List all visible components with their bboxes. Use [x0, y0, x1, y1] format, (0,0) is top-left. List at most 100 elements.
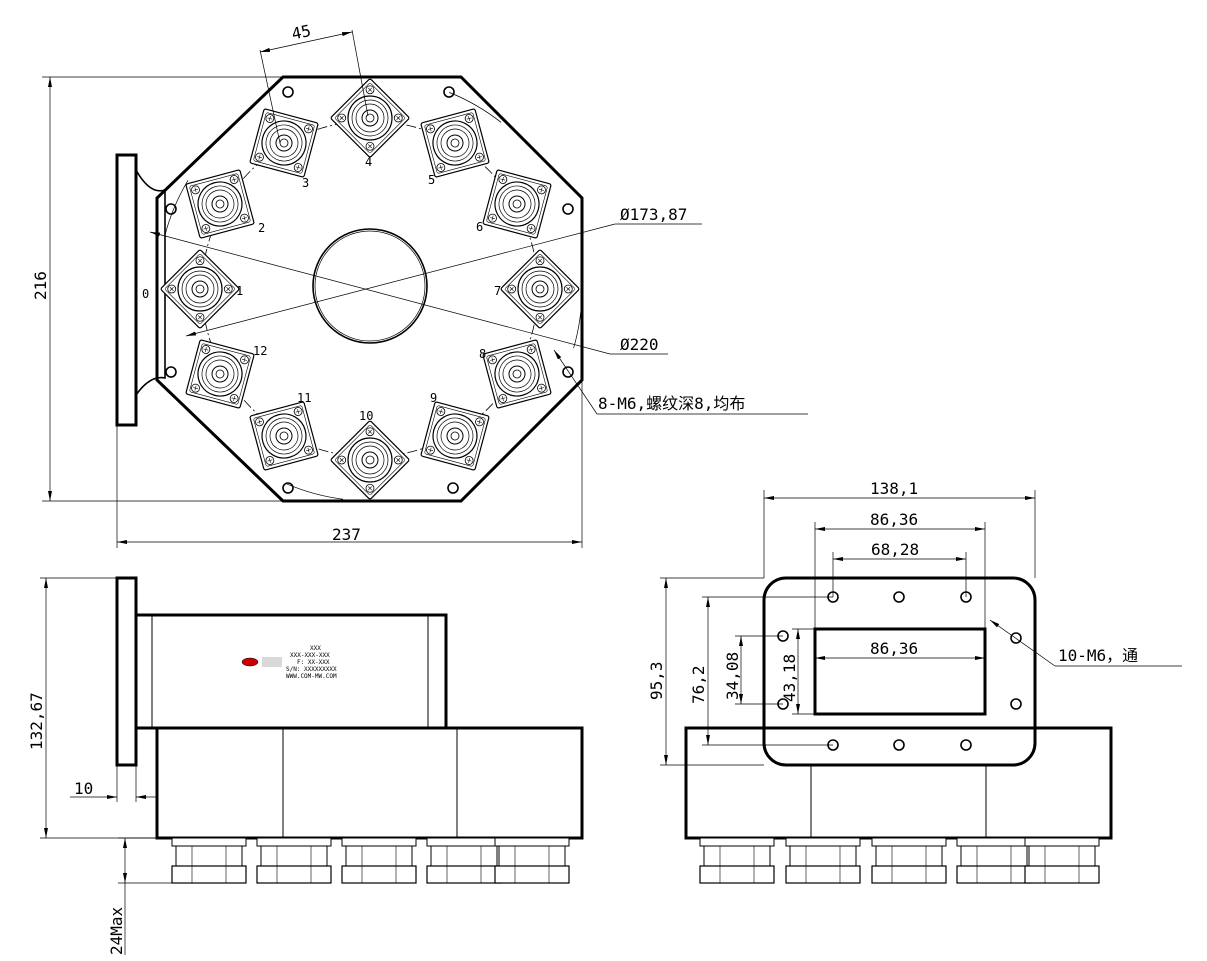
port-label-6: 6 — [476, 220, 483, 234]
port-label-3: 3 — [302, 176, 309, 190]
port-label-10: 10 — [359, 409, 373, 423]
svg-text:43,18: 43,18 — [780, 654, 799, 702]
flange-lower-body — [684, 726, 1113, 840]
svg-text:138,1: 138,1 — [870, 479, 918, 498]
connector-5 — [420, 108, 490, 178]
mounting-holes — [165, 86, 574, 494]
flange-view: 138,1 86,36 68,28 86,36 95,3 — [647, 479, 1182, 884]
svg-text:Ø173,87: Ø173,87 — [620, 205, 687, 224]
port-label-5: 5 — [428, 173, 435, 187]
mount-hole — [165, 366, 177, 378]
dim-port-spacing: 45 — [259, 21, 369, 144]
svg-text:45: 45 — [290, 21, 313, 44]
port-label-0: 0 — [142, 287, 149, 301]
connector-7 — [500, 249, 580, 329]
svg-text:68,28: 68,28 — [871, 540, 919, 559]
dim-hole-span: 86,36 — [814, 510, 986, 629]
svg-text:F: XX-XXX: F: XX-XXX — [297, 659, 330, 666]
svg-text:86,36: 86,36 — [870, 639, 918, 658]
connector-10 — [330, 420, 410, 500]
mount-hole — [562, 366, 574, 378]
connector-stub-2 — [256, 837, 332, 884]
svg-text:S/N: XXXXXXXXX: S/N: XXXXXXXXX — [286, 666, 337, 673]
connector-6 — [482, 169, 552, 239]
dim-outer-leader: Ø220 — [149, 231, 668, 355]
dim-side-spacing: 34,08 — [723, 635, 783, 705]
side-connectors — [171, 837, 570, 884]
svg-text:8-M6,螺纹深8,均布: 8-M6,螺纹深8,均布 — [598, 394, 745, 413]
connector-11 — [249, 401, 319, 471]
svg-text:95,3: 95,3 — [647, 661, 666, 700]
svg-text:132,67: 132,67 — [27, 692, 46, 750]
flange-hole — [893, 591, 905, 603]
outer-circle — [157, 76, 583, 502]
svg-text:24Max: 24Max — [107, 906, 126, 955]
connector-8 — [482, 339, 552, 409]
svg-text:10-M6，通: 10-M6，通 — [1058, 646, 1138, 665]
side-lower-body — [155, 726, 584, 840]
connector-stub-1 — [699, 837, 775, 884]
mount-hole — [447, 482, 459, 494]
connector-12 — [185, 339, 255, 409]
mount-hole — [443, 86, 455, 98]
port-label-7: 7 — [494, 284, 501, 298]
pitch-circle — [201, 120, 539, 458]
brand-logo — [241, 657, 259, 667]
mount-hole — [165, 203, 177, 215]
connector-stub-1 — [171, 837, 247, 884]
svg-text:76,2: 76,2 — [689, 665, 708, 704]
connector-3 — [249, 108, 319, 178]
dim-flange-width: 138,1 — [763, 479, 1036, 578]
connector-stub-2 — [785, 837, 861, 884]
port-label-2: 2 — [258, 221, 265, 235]
connector-stub-4 — [426, 837, 502, 884]
dim-hole-vertical: 76,2 — [689, 596, 833, 746]
waveguide-opening — [813, 627, 987, 716]
connector-4 — [330, 78, 410, 158]
side-flange — [115, 576, 138, 767]
side-view: XXX XXX-XXX-XXX F: XX-XXX S/N: XXXXXXXXX… — [27, 576, 584, 955]
port-label-9: 9 — [430, 391, 437, 405]
flange-plate — [762, 576, 1037, 767]
dim-flange-thickness: 10 — [70, 765, 158, 802]
svg-text:237: 237 — [332, 525, 361, 544]
dim-pcd-leader: Ø173,87 — [185, 205, 702, 337]
connector-ports — [160, 78, 580, 500]
mount-holes-leader: 8-M6,螺纹深8,均布 — [553, 349, 808, 415]
dim-opening-height: 43,18 — [780, 628, 815, 715]
dim-connector-height: 24Max — [107, 837, 175, 955]
flange-hole — [893, 739, 905, 751]
connector-stub-3 — [871, 837, 947, 884]
port-label-4: 4 — [365, 155, 372, 169]
flange-neck — [135, 169, 166, 396]
svg-text:WWW.COM-MW.COM: WWW.COM-MW.COM — [286, 673, 337, 680]
mount-hole — [282, 482, 294, 494]
dim-side-height: 132,67 — [27, 577, 157, 839]
port-label-11: 11 — [297, 391, 311, 405]
svg-text:10: 10 — [74, 779, 93, 798]
dim-opening-width: 86,36 — [815, 639, 985, 660]
mount-hole — [282, 86, 294, 98]
svg-text:XXX-XXX-XXX: XXX-XXX-XXX — [290, 652, 330, 659]
dim-height-216: 216 — [31, 76, 283, 502]
flange-holes-leader: 10-M6，通 — [989, 619, 1182, 667]
product-label: XXX XXX-XXX-XXX F: XX-XXX S/N: XXXXXXXXX… — [241, 645, 337, 680]
connector-stub-4 — [956, 837, 1032, 884]
svg-text:216: 216 — [31, 271, 50, 300]
connector-9 — [420, 401, 490, 471]
connector-1 — [160, 249, 240, 329]
dim-width-237: 237 — [116, 380, 583, 548]
port-label-1: 1 — [236, 284, 243, 298]
center-port — [312, 228, 428, 344]
mount-hole — [562, 203, 574, 215]
dim-inner-span: 68,28 — [832, 540, 967, 597]
dim-flange-height: 95,3 — [647, 577, 764, 766]
flange-connectors — [699, 837, 1100, 884]
flange-hole — [1010, 632, 1022, 644]
flange-hole — [1010, 698, 1022, 710]
waveguide-flange — [115, 153, 138, 427]
flange-hole — [960, 739, 972, 751]
connector-stub-3 — [341, 837, 417, 884]
svg-text:Ø220: Ø220 — [620, 335, 659, 354]
